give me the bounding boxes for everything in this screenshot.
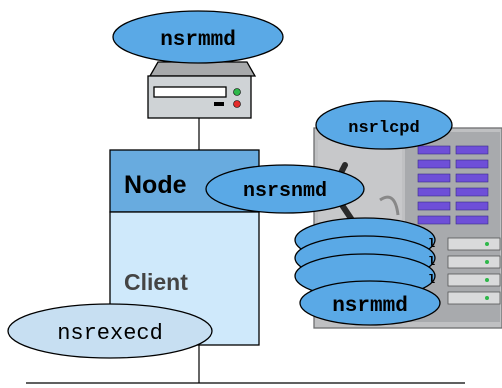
stacked-daemon-label: nsrmmd xyxy=(332,295,408,318)
svg-text:l: l xyxy=(428,273,435,287)
node-daemon-ellipse xyxy=(205,164,365,214)
node-daemon-label: nsrsnmd xyxy=(243,180,327,203)
client-daemon-label: nsrexecd xyxy=(57,321,163,346)
front-daemon-ellipse xyxy=(299,280,441,326)
svg-text:l: l xyxy=(428,237,435,251)
top-daemon-ellipse xyxy=(112,10,284,64)
client-daemon-ellipse xyxy=(7,303,213,359)
tape-drive-icon xyxy=(147,61,257,119)
client-label: Client xyxy=(124,269,188,295)
node-title: Node xyxy=(124,171,187,199)
library-daemon-label: nsrlcpd xyxy=(348,119,419,138)
top-daemon-label: nsrmmd xyxy=(160,29,236,52)
library-daemon-ellipse xyxy=(315,100,453,150)
svg-text:l: l xyxy=(428,255,435,269)
